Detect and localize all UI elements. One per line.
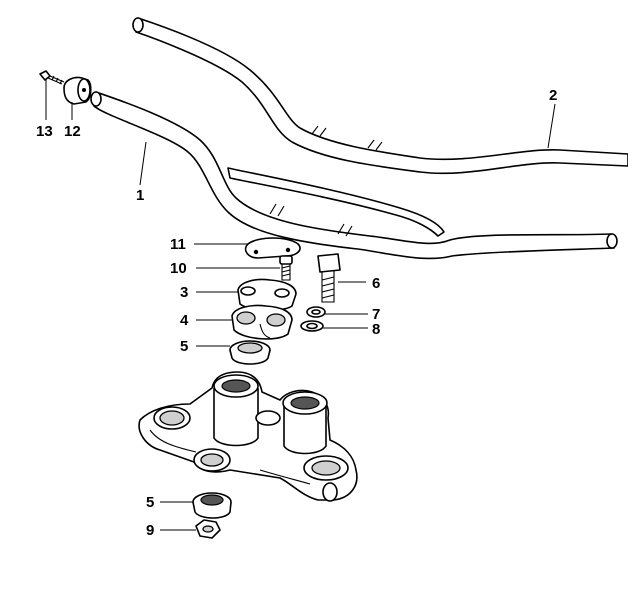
callout-10: 10 <box>170 260 187 277</box>
screw-10 <box>279 255 293 281</box>
callout-5-lower: 5 <box>146 494 154 511</box>
callout-7: 7 <box>372 306 380 323</box>
callout-6: 6 <box>372 275 380 292</box>
callout-12: 12 <box>64 123 81 140</box>
callout-2: 2 <box>549 87 557 104</box>
rubber-bush-5-upper <box>229 340 271 365</box>
clamp-lower-4 <box>231 304 293 340</box>
callout-9: 9 <box>146 522 154 539</box>
handlebar-2 <box>132 17 628 175</box>
callout-11: 11 <box>170 236 186 253</box>
bar-end-weight-12 <box>63 76 92 105</box>
washer-7 <box>306 306 326 318</box>
callout-3: 3 <box>180 284 188 301</box>
nut-9 <box>195 519 221 539</box>
bolt-6 <box>317 253 341 303</box>
washer-8 <box>300 320 324 332</box>
callout-8: 8 <box>372 321 380 338</box>
callout-13: 13 <box>36 123 53 140</box>
callout-1: 1 <box>136 187 144 204</box>
fork-bridge <box>138 371 358 502</box>
callout-labels: 1 2 3 4 5 5 6 7 8 9 10 11 12 13 <box>36 87 557 539</box>
callout-5-upper: 5 <box>180 338 188 355</box>
clamp-upper-3 <box>237 278 297 312</box>
callout-4: 4 <box>180 312 189 329</box>
handlebar-1 <box>90 91 618 260</box>
cover-cap-11 <box>244 237 301 259</box>
screw-13 <box>39 70 65 85</box>
rubber-bush-5-lower <box>192 492 232 519</box>
leader-lines <box>45 80 556 531</box>
